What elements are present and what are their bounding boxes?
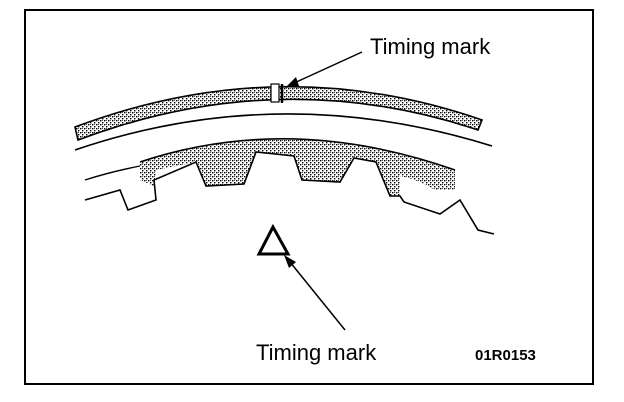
gear-spline-outline (84, 151, 495, 235)
figure-code-label: 01R0153 (475, 347, 536, 364)
figure-frame (24, 9, 594, 385)
top-leader-line (291, 51, 363, 85)
triangle-timing-mark (256, 223, 291, 256)
bottom-timing-mark-label: Timing mark (256, 340, 377, 365)
top-leader-arrowhead (285, 77, 299, 88)
gear-top-edge (139, 138, 456, 171)
bottom-leader-arrowhead (284, 255, 296, 268)
gear-shaded-body (140, 138, 455, 196)
top-timing-mark-label: Timing mark (370, 34, 491, 59)
outer-ring-timing-notch (270, 83, 280, 103)
bottom-leader-line (289, 261, 346, 331)
outer-ring-inner-edge (74, 113, 493, 151)
outer-ring-band (74, 85, 484, 142)
gear-left-arc (84, 165, 141, 181)
